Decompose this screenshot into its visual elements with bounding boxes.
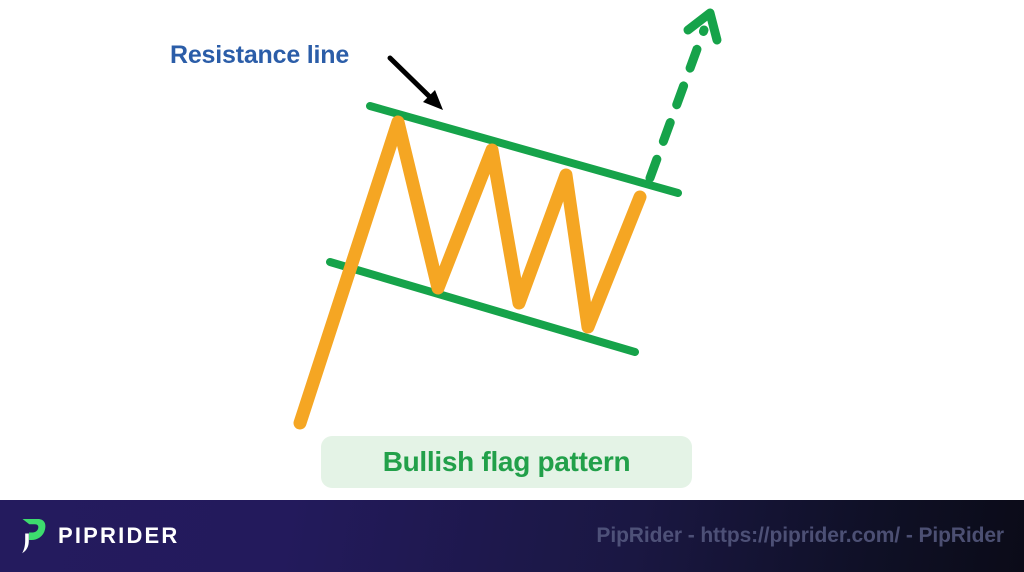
pointer-arrow-head xyxy=(423,90,443,110)
resistance-line-label: Resistance line xyxy=(170,41,350,69)
resistance-trendline xyxy=(366,102,682,197)
piprider-logo-icon xyxy=(22,519,46,554)
price-action-line xyxy=(293,115,647,430)
breakout-arrow-shaft xyxy=(645,25,709,183)
pattern-caption-text: Bullish flag pattern xyxy=(382,446,631,477)
chart-area: Resistance line Bullish flag pattern xyxy=(170,8,722,488)
footer-bar: PIPRIDER PipRider - https://piprider.com… xyxy=(0,500,1024,572)
brand-lockup: PIPRIDER xyxy=(17,517,180,555)
breakout-arrow-head xyxy=(683,8,722,45)
support-trendline xyxy=(326,258,639,356)
pattern-caption-pill: Bullish flag pattern xyxy=(321,436,692,488)
pointer-arrow-shaft xyxy=(387,55,435,102)
watermark-text: PipRider - https://piprider.com/ - PipRi… xyxy=(596,524,1004,547)
brand-name-text: PIPRIDER xyxy=(58,523,180,548)
pattern-chart xyxy=(293,8,722,430)
